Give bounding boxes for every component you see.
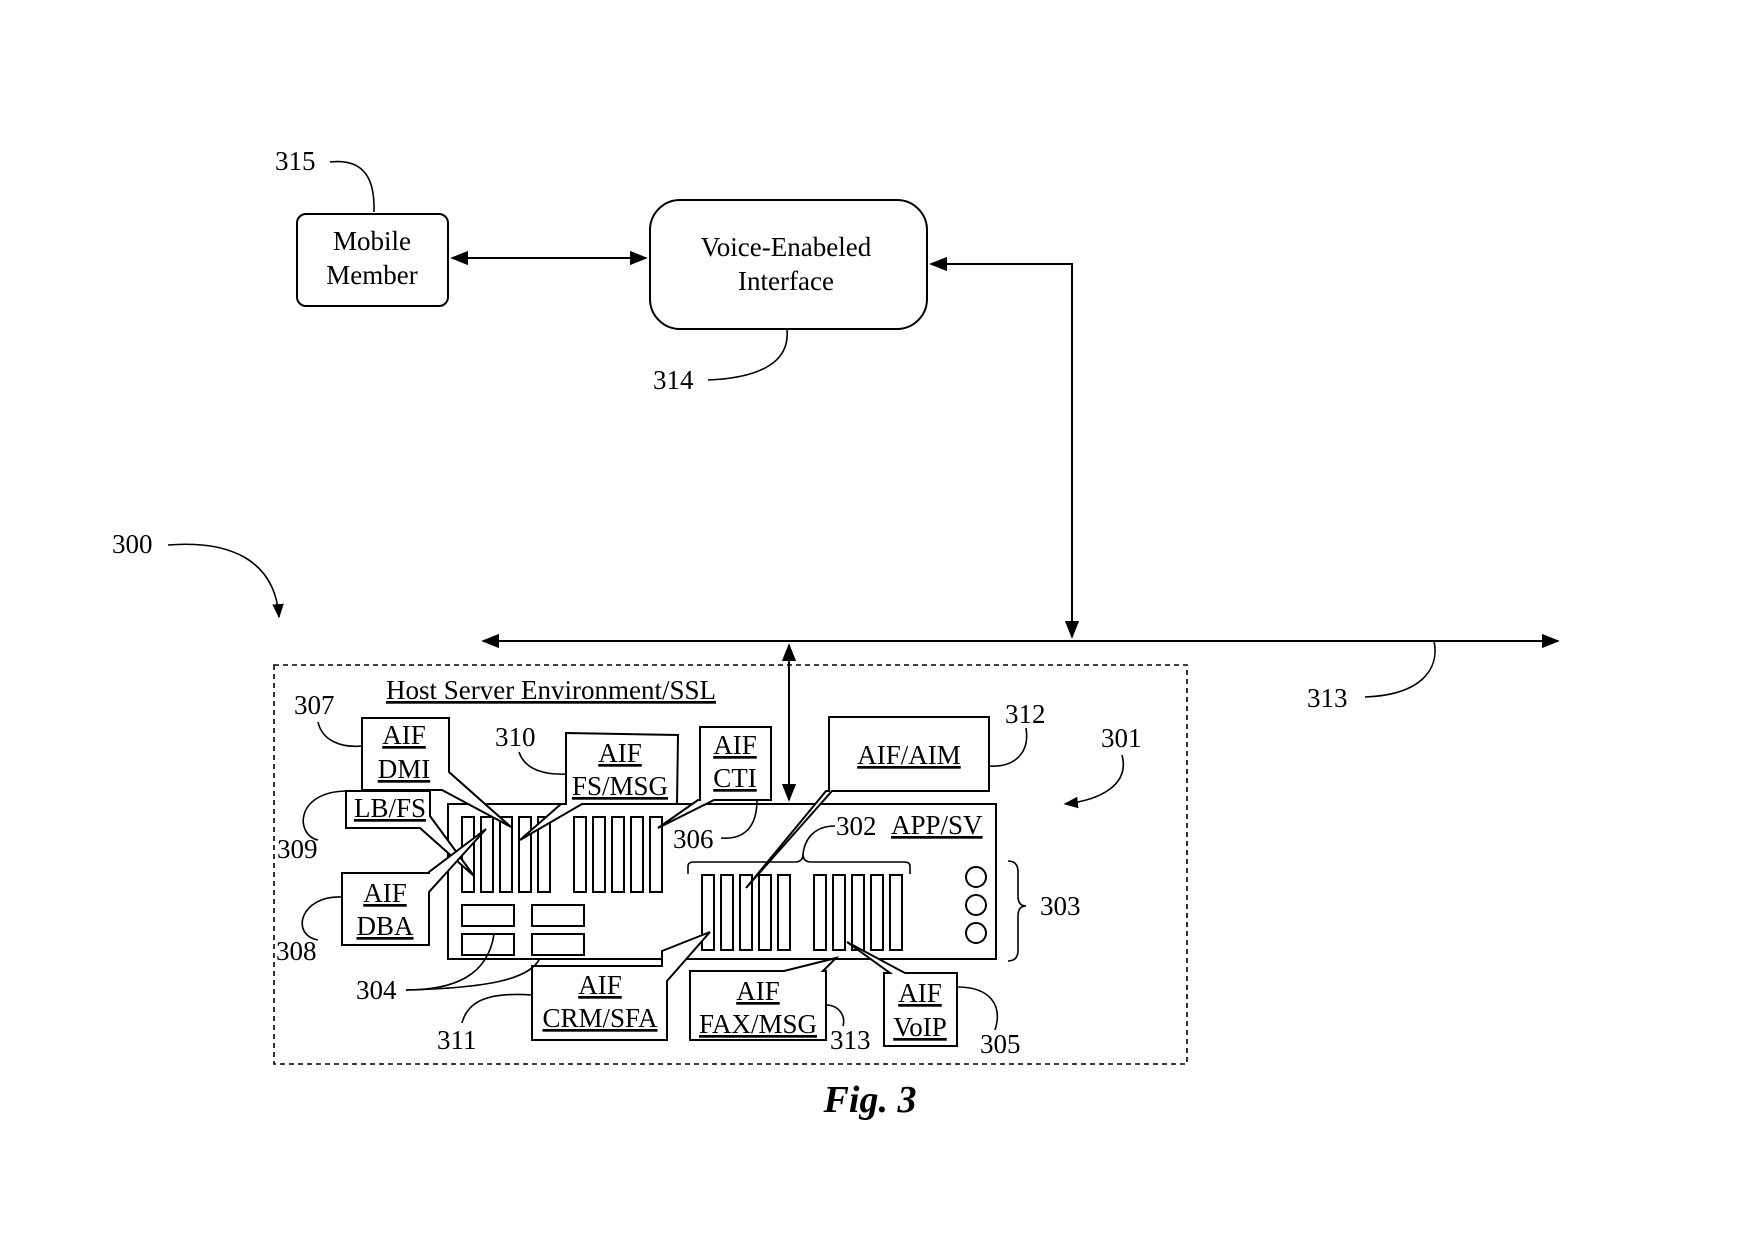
voice-network-connector <box>929 256 1080 639</box>
ref-307: 307 <box>294 690 335 720</box>
aif-voip-callout: AIF VoIP <box>846 941 958 1047</box>
ref-312: 312 <box>1005 699 1046 729</box>
aif-cti-callout: AIF CTI <box>657 726 772 829</box>
aif-cti-line1: AIF <box>713 730 757 760</box>
ref-303: 303 <box>1040 891 1081 921</box>
host-server-environment-title: Host Server Environment/SSL <box>386 675 716 705</box>
indicator-lights-303 <box>965 866 987 944</box>
aif-dmi-line2: DMI <box>378 754 431 784</box>
aif-crm-sfa-line1: AIF <box>578 970 622 1000</box>
ref-302-leader <box>802 825 836 855</box>
ref-301-leader <box>1063 754 1125 809</box>
mobile-member-line2: Member <box>326 260 417 290</box>
aif-fs-msg-line1: AIF <box>598 738 642 768</box>
ref-306: 306 <box>673 824 714 854</box>
aif-dba-line1: AIF <box>363 878 407 908</box>
ref-313-network-leader <box>1364 640 1436 698</box>
aif-fax-msg-callout: AIF FAX/MSG <box>689 956 840 1041</box>
ref-308: 308 <box>276 936 317 966</box>
ref-309-leader <box>302 790 347 841</box>
lb-fs-callout: LB/FS <box>345 790 475 877</box>
aif-dmi-line1: AIF <box>382 720 426 750</box>
ref-301: 301 <box>1101 723 1142 753</box>
ref-300-leader <box>167 543 284 619</box>
mobile-member-node: Mobile Member <box>296 213 449 307</box>
slot-group-right-a <box>701 874 791 951</box>
aif-dba-callout: AIF DBA <box>341 828 487 946</box>
aif-cti-line2: CTI <box>713 763 757 793</box>
voice-interface-line2: Interface <box>738 266 834 296</box>
aif-fs-msg-callout: AIF FS/MSG <box>519 731 680 841</box>
ref-315: 315 <box>275 146 316 176</box>
ref-306-leader <box>720 799 758 839</box>
aif-fax-msg-line1: AIF <box>736 976 780 1006</box>
ref-311: 311 <box>437 1025 477 1055</box>
voice-interface-line1: Voice-Enabeled <box>701 232 872 262</box>
ref-305: 305 <box>980 1029 1021 1059</box>
slot-group-middle <box>573 816 663 893</box>
ref-313-fax-leader <box>825 1004 845 1027</box>
brace-303 <box>1007 860 1027 962</box>
ref-307-leader <box>317 721 363 748</box>
aif-dmi-callout: AIF DMI <box>361 717 512 828</box>
ref-313-fax: 313 <box>830 1025 871 1055</box>
ref-308-leader <box>301 896 343 941</box>
aif-voip-line1: AIF <box>898 978 942 1008</box>
lb-fs-label: LB/FS <box>354 793 426 823</box>
aif-aim-callout: AIF/AIM <box>745 716 990 889</box>
ref-311-leader <box>461 993 533 1024</box>
aif-crm-sfa-line2: CRM/SFA <box>542 1003 658 1033</box>
ref-312-leader <box>988 727 1028 767</box>
aif-fax-msg-line2: FAX/MSG <box>699 1009 817 1039</box>
aif-dba-line2: DBA <box>356 911 414 941</box>
ref-302: 302 <box>836 811 877 841</box>
figure-caption: Fig. 3 <box>823 1079 917 1121</box>
ref-309: 309 <box>277 834 318 864</box>
ref-315-leader <box>329 160 375 213</box>
app-sv-label: APP/SV <box>891 810 983 840</box>
voice-interface-node: Voice-Enabeled Interface <box>649 199 928 330</box>
aif-voip-line2: VoIP <box>893 1012 947 1042</box>
aif-fs-msg-line2: FS/MSG <box>572 771 668 801</box>
ref-314-leader <box>707 329 788 381</box>
ref-304-leader-b <box>405 957 541 991</box>
host-server-environment-frame <box>273 664 1188 1065</box>
ref-314: 314 <box>653 365 694 395</box>
ref-310-leader <box>518 751 567 775</box>
ref-313-network: 313 <box>1307 683 1348 713</box>
ref-300: 300 <box>112 529 153 559</box>
ref-304: 304 <box>356 975 397 1005</box>
aif-crm-sfa-callout: AIF CRM/SFA <box>531 931 711 1041</box>
mobile-member-line1: Mobile <box>333 226 411 256</box>
ref-310: 310 <box>495 722 536 752</box>
ref-305-leader <box>956 986 999 1031</box>
aif-aim-label: AIF/AIM <box>857 740 961 770</box>
